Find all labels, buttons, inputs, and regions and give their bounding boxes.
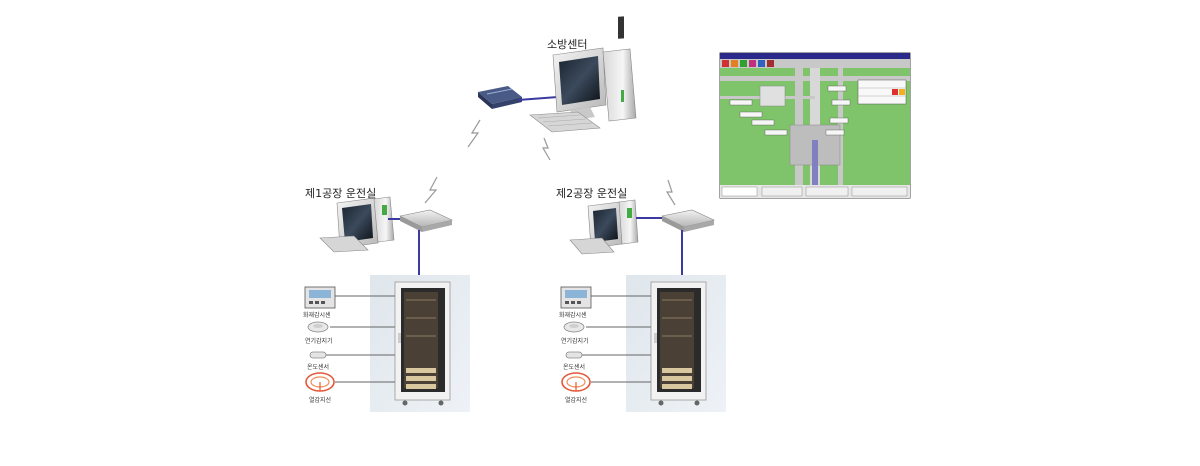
factory2-heat-detector-label: 열감지선 xyxy=(565,397,588,404)
fire-center-label: 소방센터 xyxy=(547,38,588,51)
keyboard-icon xyxy=(529,111,601,133)
router-icon xyxy=(399,209,453,232)
factory1-heat-detector-label: 열감지선 xyxy=(309,397,332,404)
factory2-station xyxy=(560,199,726,412)
tower-pc-icon xyxy=(618,199,639,245)
wireless-link-icon xyxy=(424,119,676,206)
monitoring-screen-capture xyxy=(719,52,911,199)
factory2-temperature-sensor-label: 온도센서 xyxy=(563,364,586,371)
factory2-fire-monitor-label: 화재감시센 xyxy=(559,312,587,319)
fire-monitor-panel-icon xyxy=(560,286,592,309)
switch-link xyxy=(517,96,559,101)
temperature-sensor-icon xyxy=(309,351,327,359)
heat-detector-cable-icon xyxy=(561,372,591,392)
monitor-icon xyxy=(336,197,379,249)
keyboard-icon xyxy=(569,237,615,255)
monitor-icon xyxy=(587,201,623,249)
network-switch-icon xyxy=(478,86,522,109)
keyboard-icon xyxy=(319,235,369,253)
heat-detector-cable-icon xyxy=(305,372,335,392)
tower-pc-icon xyxy=(373,196,395,243)
factory1-smoke-detector-label: 연기감지기 xyxy=(305,338,333,345)
fire-center-workstation xyxy=(478,16,637,133)
router-icon xyxy=(661,209,715,232)
factory1-fire-monitor-label: 화재감시센 xyxy=(303,312,331,319)
fire-monitor-panel-icon xyxy=(304,286,336,309)
smoke-detector-icon xyxy=(563,321,585,333)
factory1-temperature-sensor-label: 온도센서 xyxy=(307,364,330,371)
smoke-detector-icon xyxy=(307,321,329,333)
factory2-smoke-detector-label: 연기감지기 xyxy=(561,338,589,345)
control-cabinet-icon xyxy=(650,281,707,406)
control-cabinet-icon xyxy=(394,281,451,406)
toolbar-icon xyxy=(722,60,774,67)
factory1-station xyxy=(304,196,470,412)
tower-pc-icon xyxy=(602,16,637,122)
temperature-sensor-icon xyxy=(565,351,583,359)
monitor-icon xyxy=(552,47,607,120)
factory1-label: 제1공장 운전실 xyxy=(305,187,377,200)
factory2-label: 제2공장 운전실 xyxy=(556,187,628,200)
